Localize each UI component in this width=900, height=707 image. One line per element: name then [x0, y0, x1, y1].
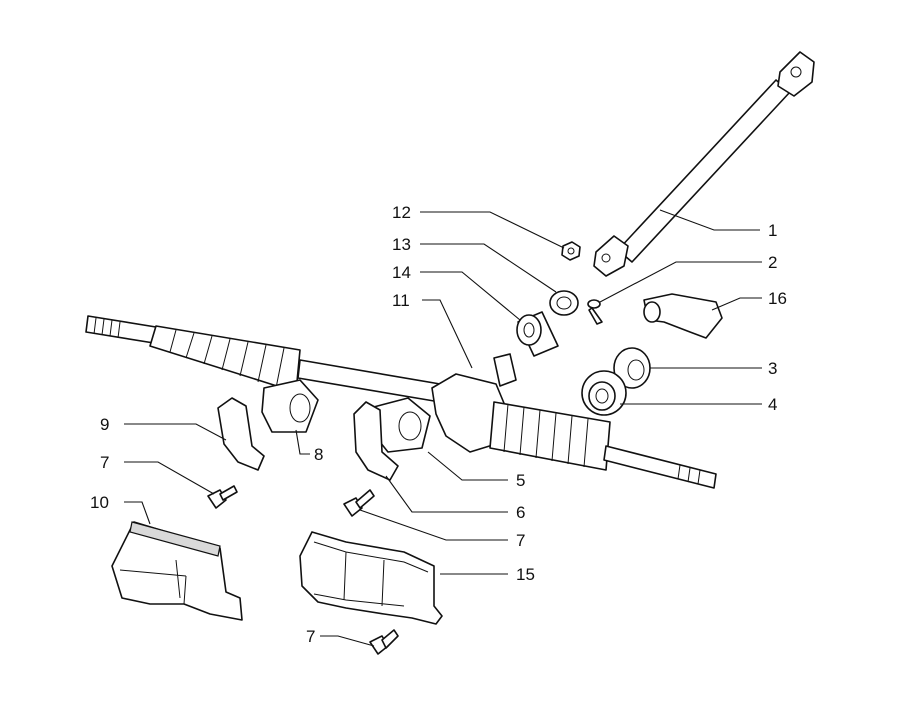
steering-shaft: [593, 51, 815, 277]
leader-1: [659, 209, 760, 231]
washer: [549, 290, 579, 316]
label-part-7b: 7: [516, 531, 525, 550]
leader-6: [385, 475, 508, 513]
leader-12: [420, 211, 565, 249]
nut: [561, 241, 581, 261]
leader-5: [427, 451, 508, 481]
clamp-left: [217, 397, 265, 471]
leader-16: [711, 297, 762, 311]
label-part-6: 6: [516, 503, 525, 522]
label-part-14: 14: [392, 263, 411, 282]
label-part-1: 1: [768, 221, 777, 240]
label-part-10: 10: [90, 493, 109, 512]
pinch-bolt: [587, 299, 603, 325]
leader-lines: [124, 209, 762, 647]
leader-14: [420, 271, 521, 321]
label-part-15: 15: [516, 565, 535, 584]
label-part-9: 9: [100, 415, 109, 434]
leader-13: [420, 243, 557, 293]
label-part-4: 4: [768, 395, 777, 414]
leader-7a: [124, 461, 215, 495]
leader-9: [124, 423, 227, 441]
rack-bush-left: [261, 379, 319, 433]
clamp-right: [353, 401, 399, 481]
mount-cup: [581, 370, 627, 416]
part-labels: 1 2 16 3 4 12 13 14 11 9 8 7 10 5 6 7 15…: [90, 203, 787, 646]
bolt-c: [369, 629, 399, 655]
label-part-5: 5: [516, 471, 525, 490]
label-part-3: 3: [768, 359, 777, 378]
label-part-11: 11: [392, 291, 410, 310]
bolt-b: [343, 489, 375, 517]
leader-10: [124, 501, 151, 525]
label-part-16: 16: [768, 289, 787, 308]
pinion-bushing: [516, 311, 559, 357]
leader-2: [599, 261, 762, 303]
label-part-2: 2: [768, 253, 777, 272]
label-part-8: 8: [314, 445, 323, 464]
leader-7b: [359, 509, 508, 541]
mounting-bracket: [643, 293, 723, 339]
leader-8: [295, 429, 310, 455]
label-part-13: 13: [392, 235, 411, 254]
leader-11: [422, 299, 473, 369]
bolt-a: [207, 485, 238, 509]
steering-rack: [85, 315, 717, 489]
label-part-7a: 7: [100, 453, 109, 472]
heat-shield-left: [111, 521, 243, 621]
label-part-7c: 7: [306, 627, 315, 646]
leader-7c: [320, 635, 375, 647]
heat-shield-center: [299, 531, 443, 625]
label-part-12: 12: [392, 203, 411, 222]
